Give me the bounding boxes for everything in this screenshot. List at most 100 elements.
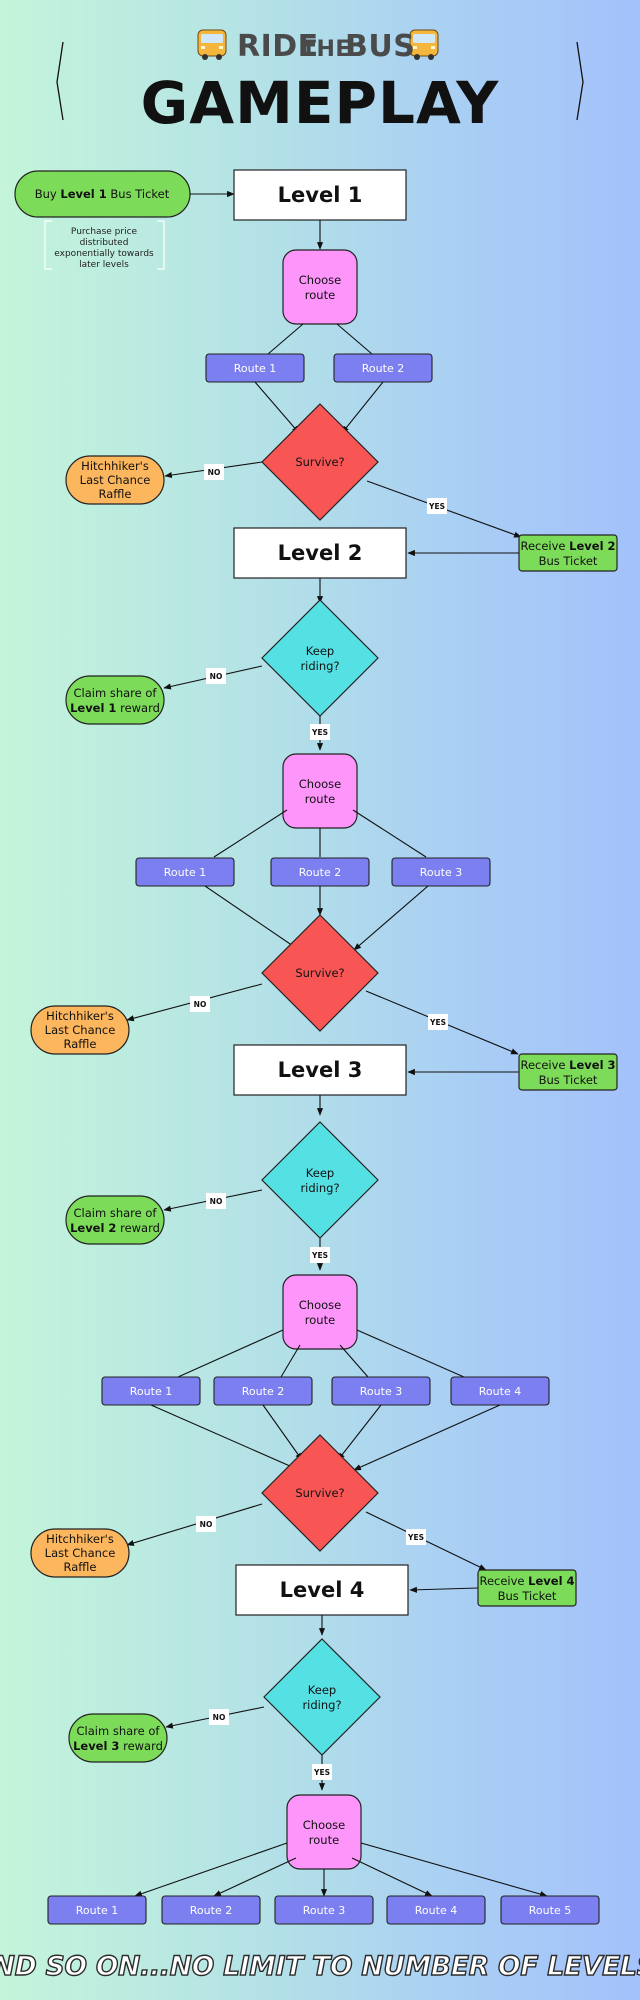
claim-reward-label: Level 2 reward [70,1221,160,1235]
yes-tag-label: YES [313,1768,330,1777]
footer-tagline: AND SO ON...NO LIMIT TO NUMBER OF LEVELS… [0,1951,640,1982]
receive-ticket-label: Receive Level 4 [479,1574,574,1588]
route-node [135,857,235,887]
yes-tag-label: YES [407,1533,424,1542]
keep-riding-decision [263,1638,381,1756]
buy-ticket-label: Buy Level 1 Bus Ticket [35,187,170,201]
yes-tag-label: YES [311,728,328,737]
claim-reward-node [68,1713,168,1763]
choose-route-node [282,249,358,325]
connector-arrow [356,1329,465,1378]
receive-ticket-label: Receive Level 3 [520,1058,615,1072]
choose-route-label: Choose [299,777,341,791]
bus-icon [409,29,439,60]
connector-arrow [204,885,300,951]
survive-decision [261,914,379,1032]
route-label: Route 3 [420,866,462,879]
no-tag-label: NO [213,1713,226,1722]
title-the: THE [301,37,351,62]
page-title: GAMEPLAY [141,69,500,137]
connector-arrow [150,1404,300,1471]
receive-ticket-label: Bus Ticket [498,1589,557,1603]
connector-arrow [351,1857,433,1897]
no-tag-label: NO [200,1520,213,1529]
connector-arrow [339,1344,369,1378]
no-tag [190,996,210,1012]
no-tag-label: NO [210,672,223,681]
yes-tag-label: YES [428,502,445,511]
connector-arrow [267,323,304,355]
claim-reward-node [65,675,165,725]
route-label: Route 2 [242,1385,284,1398]
keep-riding-label: riding? [302,1698,341,1712]
route-label: Route 1 [130,1385,172,1398]
raffle-label: Raffle [64,1560,97,1574]
connector-arrow [409,1586,479,1593]
survive-label: Survive? [295,455,344,469]
receive-ticket-label: Bus Ticket [539,554,598,568]
route-label: Route 2 [190,1904,232,1917]
no-tag-label: NO [210,1197,223,1206]
connector-arrow [337,1404,382,1461]
connector-arrow [336,323,373,355]
claim-reward-label: Claim share of [74,1206,158,1220]
route-node [274,1895,374,1925]
choose-route-node [282,1274,358,1350]
choose-route-label: Choose [299,273,341,287]
keep-riding-label: riding? [300,659,339,673]
claim-reward-label: Level 3 reward [73,1739,163,1753]
survive-decision [261,1434,379,1552]
connector-arrow [353,885,429,951]
choose-route-label: route [305,792,335,806]
no-tag-label: NO [194,1000,207,1009]
connector-arrow [134,1842,288,1897]
no-tag [209,1709,229,1725]
keep-riding-decision [261,599,379,717]
choose-route-label: Choose [299,1298,341,1312]
raffle-label: Raffle [64,1037,97,1051]
raffle-node [30,1528,130,1578]
raffle-label: Raffle [99,487,132,501]
connector-arrow [360,1842,548,1898]
survive-decision [261,403,379,521]
route-node [47,1895,147,1925]
right-bracket-decoration [576,41,584,121]
connector-arrow [280,1344,301,1378]
route-label: Route 3 [360,1385,402,1398]
choose-route-node [282,753,358,829]
yes-tag [427,498,447,514]
survive-label: Survive? [295,966,344,980]
connector-arrow [262,1404,303,1461]
route-node [391,857,491,887]
yes-tag [310,1247,330,1263]
connector-arrow [126,1503,263,1546]
raffle-node [30,1005,130,1055]
left-bracket-decoration [56,41,64,121]
connector-arrow [353,1404,501,1471]
keep-riding-label: Keep [308,1683,336,1697]
choose-route-label: route [305,288,335,302]
claim-reward-node [65,1195,165,1245]
level-box [233,1044,407,1096]
yes-tag-label: YES [311,1251,328,1260]
claim-reward-label: Claim share of [77,1724,161,1738]
connector-arrow [177,1329,284,1378]
title-bus: BUS [345,29,415,64]
route-node [386,1895,486,1925]
route-label: Route 2 [362,362,404,375]
claim-reward-label: Claim share of [74,686,158,700]
level-box [233,169,407,221]
connector-arrow [352,809,427,858]
route-label: Route 2 [299,866,341,879]
keep-riding-label: riding? [300,1181,339,1195]
choose-route-label: Choose [303,1818,345,1832]
yes-tag [312,1764,332,1780]
raffle-label: Last Chance [80,473,151,487]
no-tag [206,668,226,684]
price-note-line-1: Purchase price [71,227,138,237]
bus-icon [197,29,227,60]
raffle-node [65,455,165,505]
level-title: Level 4 [280,1578,365,1602]
route-label: Route 4 [415,1904,457,1917]
connector-arrow [254,381,300,434]
